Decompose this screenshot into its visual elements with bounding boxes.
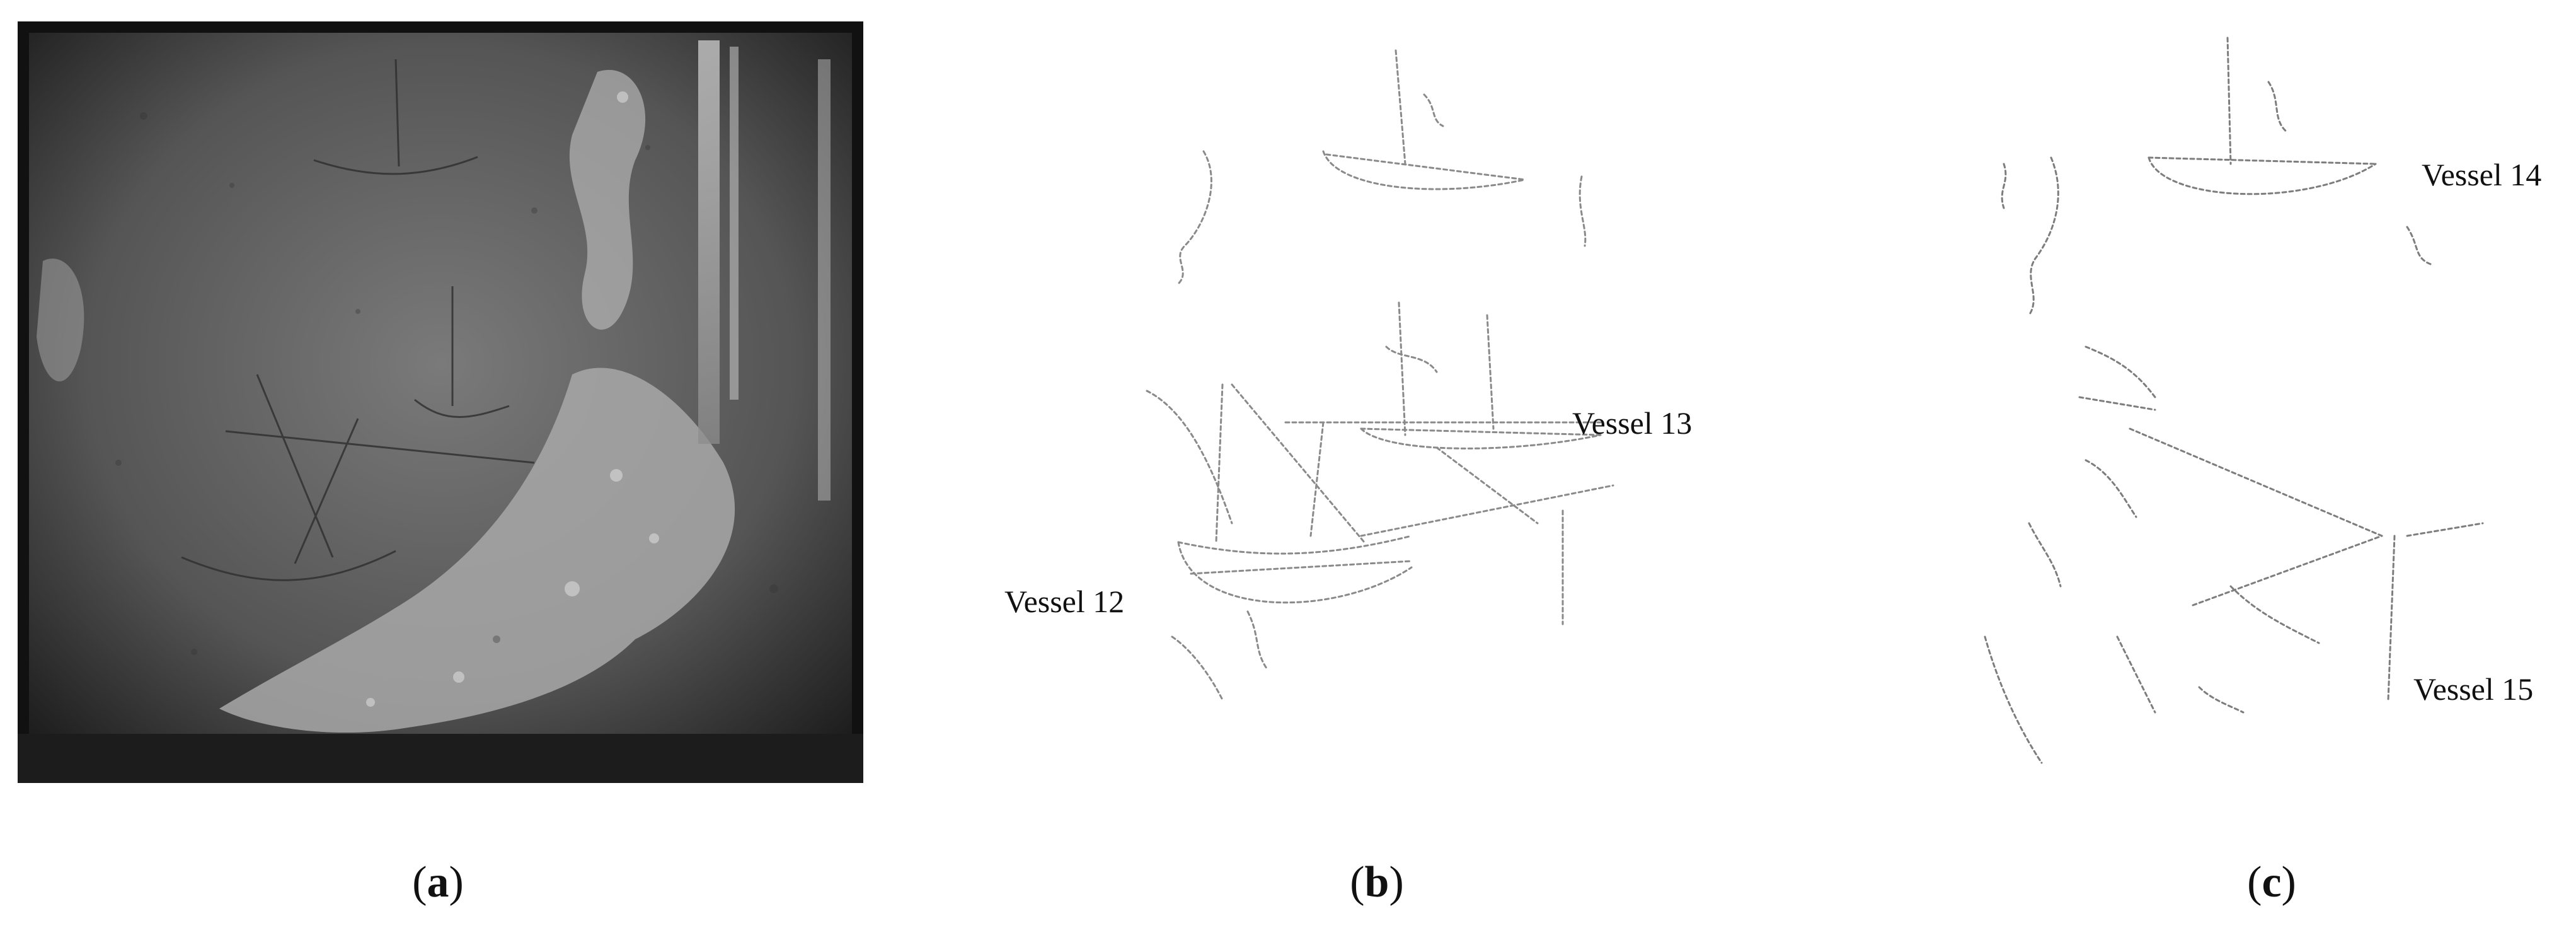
panel-c-caption: (c): [2177, 854, 2366, 911]
vessel-tracing-c: [1984, 37, 2484, 764]
panel-b-caption: (b): [1282, 854, 1471, 911]
caption-open-paren: (: [412, 858, 427, 907]
vessel-12-label: Vessel 12: [1004, 584, 1125, 619]
caption-letter: a: [427, 858, 449, 907]
caption-letter: c: [2262, 858, 2282, 907]
tracing-panel-vessels-12-13: [983, 19, 1739, 788]
photograph-panel: [18, 21, 863, 783]
vessel-13-label: Vessel 13: [1572, 405, 1693, 441]
wall-photograph: [18, 21, 863, 783]
caption-close-paren: ): [449, 858, 464, 907]
caption-letter: b: [1364, 858, 1389, 907]
tracing-panel-vessels-14-15: [1928, 19, 2565, 788]
vessel-14-label: Vessel 14: [2422, 157, 2542, 192]
caption-open-paren: (: [1350, 858, 1365, 907]
caption-close-paren: ): [2281, 858, 2296, 907]
caption-open-paren: (: [2247, 858, 2262, 907]
vessel-15-label: Vessel 15: [2413, 671, 2534, 707]
panel-a-caption: (a): [343, 854, 532, 911]
vessel-tracing-b: [1146, 49, 1614, 701]
caption-close-paren: ): [1389, 858, 1404, 907]
